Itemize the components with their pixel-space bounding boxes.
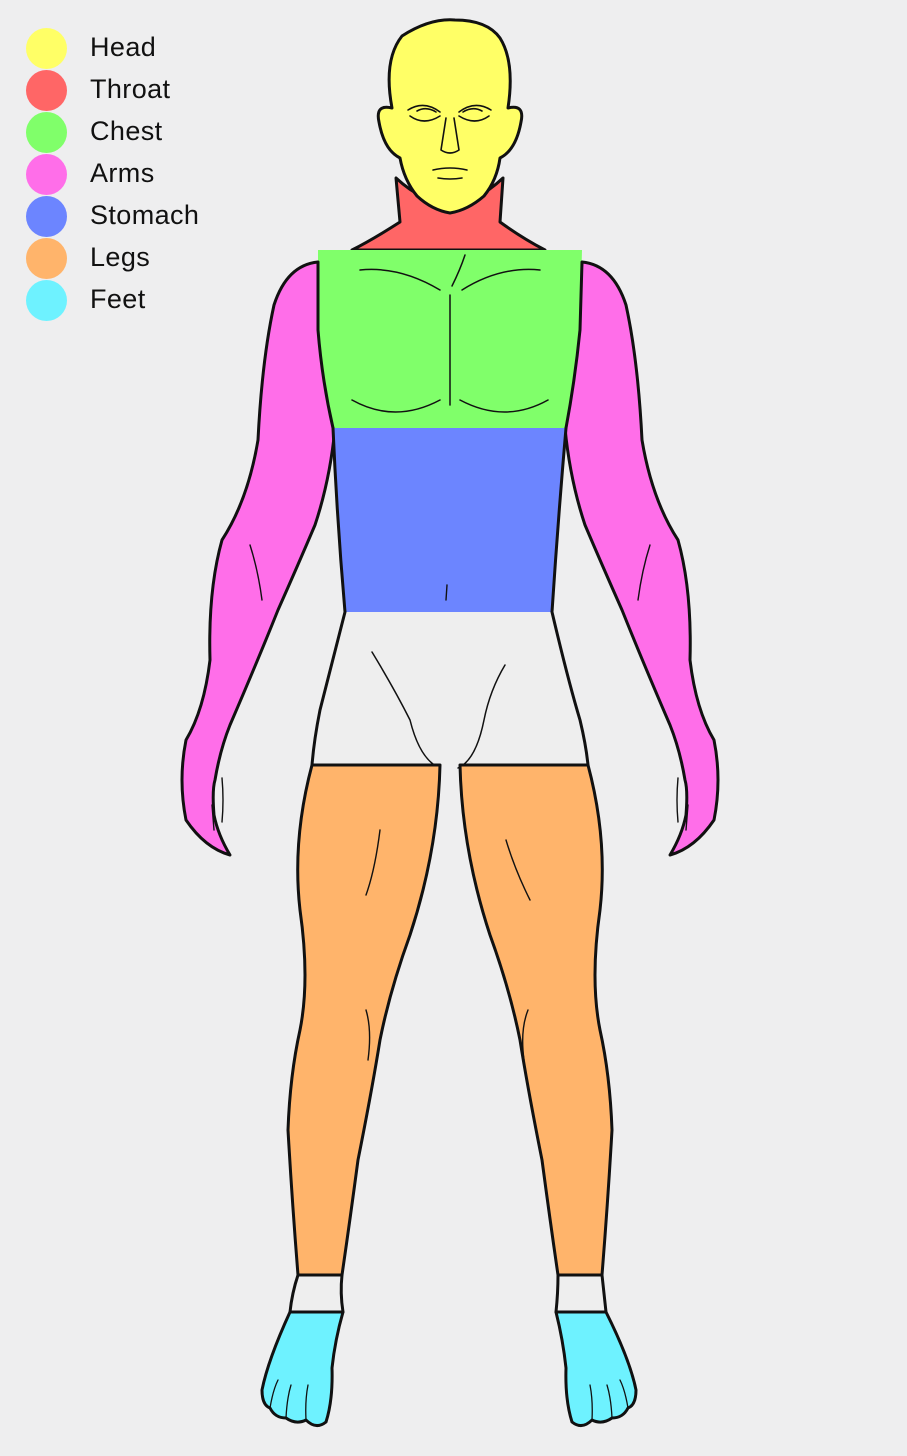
legend-label-legs: Legs (90, 242, 151, 272)
legend-item-legs[interactable]: Legs (26, 237, 256, 279)
legend-label-feet: Feet (90, 284, 146, 314)
chest-swatch (26, 112, 67, 153)
feet-swatch (26, 280, 67, 321)
ankles (288, 1273, 608, 1314)
legend-item-chest[interactable]: Chest (26, 111, 256, 153)
left-arm-region[interactable] (180, 260, 337, 857)
legs-swatch (26, 238, 67, 279)
right-foot-region[interactable] (554, 1310, 638, 1427)
throat-swatch (26, 70, 67, 111)
stomach-swatch (26, 196, 67, 237)
legend-label-stomach: Stomach (90, 200, 200, 230)
legend-item-feet[interactable]: Feet (26, 279, 256, 321)
pelvis-region (310, 610, 590, 769)
left-leg-region[interactable] (286, 763, 442, 1277)
right-leg-region[interactable] (458, 763, 614, 1277)
legend-label-throat: Throat (90, 74, 171, 104)
legend-item-arms[interactable]: Arms (26, 153, 256, 195)
legend-label-head: Head (90, 32, 157, 62)
legend-label-arms: Arms (90, 158, 155, 188)
legend-label-chest: Chest (90, 116, 163, 146)
left-foot-region[interactable] (260, 1310, 345, 1427)
head-swatch (26, 28, 67, 69)
legend-item-head[interactable]: Head (26, 27, 256, 69)
legend-item-throat[interactable]: Throat (26, 69, 256, 111)
right-arm-region[interactable] (563, 260, 720, 857)
stomach-region[interactable] (331, 426, 568, 614)
chest-region[interactable] (316, 250, 584, 430)
legend: Head Throat Chest Arms Stomach Legs Feet (26, 27, 256, 321)
head-region[interactable] (376, 18, 524, 215)
legend-item-stomach[interactable]: Stomach (26, 195, 256, 237)
arms-swatch (26, 154, 67, 195)
